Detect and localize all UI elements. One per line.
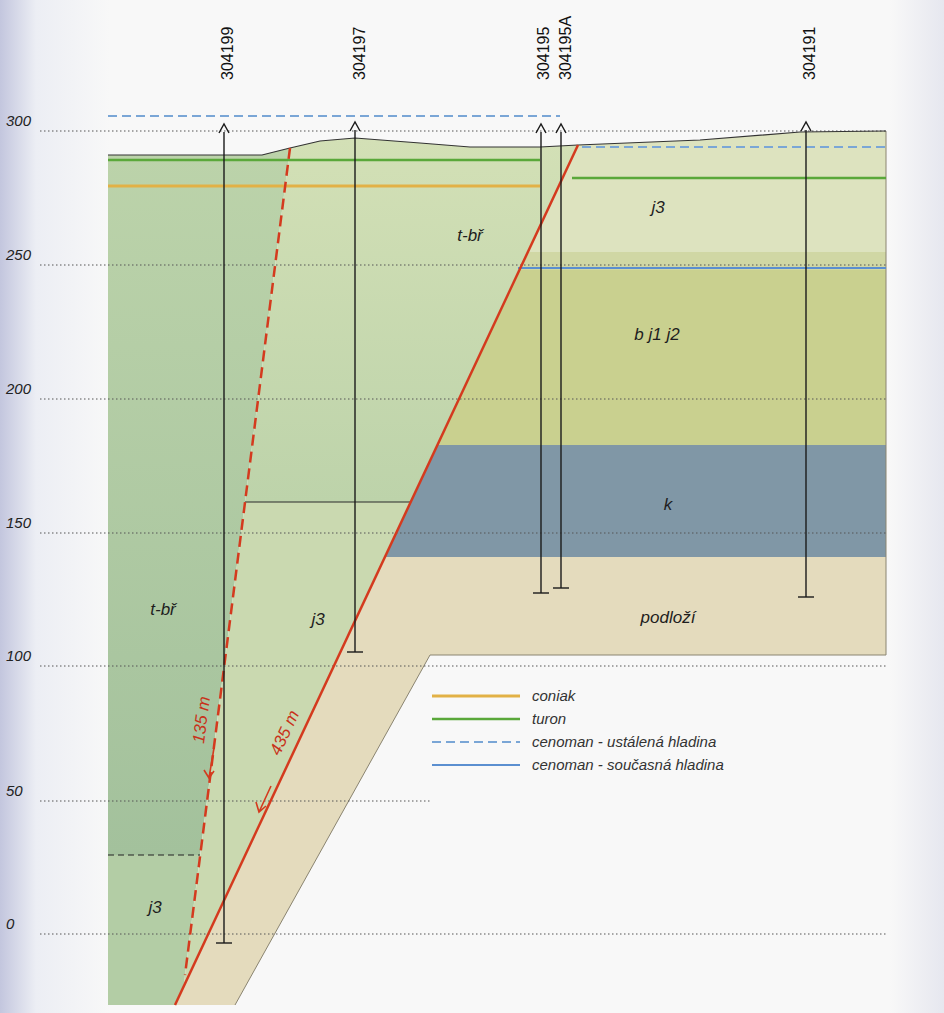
formation-name: j3 xyxy=(651,198,664,217)
fault-arrows xyxy=(204,748,271,812)
legend-line-sample xyxy=(430,713,522,725)
borehole-number: 304195A xyxy=(557,16,575,80)
formation-label: j3 xyxy=(647,196,668,220)
elevation-tick: 300 xyxy=(6,112,31,130)
formation-name: t-bř xyxy=(150,600,176,619)
elevation-tick: 0 xyxy=(6,915,14,933)
turon-line-left xyxy=(108,159,540,162)
bj1j2-region xyxy=(437,270,886,445)
fault-solid xyxy=(175,145,578,1005)
formation-name: k xyxy=(664,495,673,514)
legend-entry: coniak xyxy=(430,684,724,707)
formation-label: podloží xyxy=(637,606,700,630)
elevation-tick: 150 xyxy=(6,514,31,532)
legend-line-sample xyxy=(430,690,522,702)
j3-base-line xyxy=(245,501,411,502)
formation-label: j3 xyxy=(144,896,165,920)
legend-text: turon xyxy=(532,710,566,727)
formation-name: j3 xyxy=(148,898,161,917)
borehole-number: 304191 xyxy=(801,27,819,80)
formation-label: k xyxy=(660,493,677,517)
grid-lines xyxy=(40,131,886,934)
legend-line-sample xyxy=(430,736,522,748)
borehole-number: 304195 xyxy=(535,27,553,80)
legend-text: cenoman - současná hladina xyxy=(532,756,724,773)
right-j3-region xyxy=(528,131,886,252)
legend-entry: cenoman - současná hladina xyxy=(430,753,724,776)
legend-line-sample xyxy=(430,759,522,771)
borehole-number: 304199 xyxy=(219,27,237,80)
basement-region xyxy=(175,557,886,1005)
fault-dashed xyxy=(185,148,290,975)
formation-label: t-bř xyxy=(146,598,180,622)
elevation-tick: 250 xyxy=(6,246,31,264)
elevation-tick: 100 xyxy=(6,647,31,665)
legend-text: cenoman - ustálená hladina xyxy=(532,733,716,750)
boreholes xyxy=(216,122,814,943)
cenoman-steady-level-left xyxy=(108,115,560,117)
formation-label: t-bř xyxy=(453,224,487,248)
legend-entry: turon xyxy=(430,707,724,730)
k-region xyxy=(385,445,886,557)
elevation-tick: 200 xyxy=(6,380,31,398)
legend-entry: cenoman - ustálená hladina xyxy=(430,730,724,753)
formation-name: podloží xyxy=(641,608,696,627)
formation-label: j3 xyxy=(307,608,328,632)
strip-region xyxy=(519,252,886,270)
formation-name: b j1 j2 xyxy=(634,325,679,344)
basement-outline xyxy=(235,131,886,1005)
borehole-number: 304197 xyxy=(351,27,369,80)
cenoman-steady-level-right xyxy=(582,146,886,148)
elevation-tick: 50 xyxy=(6,782,23,800)
j3-left-boundary xyxy=(108,854,200,855)
coniak-line-left xyxy=(108,185,540,188)
cenoman-current-level xyxy=(518,267,886,269)
turon-line-right xyxy=(572,177,886,180)
legend-text: coniak xyxy=(532,687,575,704)
formation-label: b j1 j2 xyxy=(630,323,683,347)
formation-name: t-bř xyxy=(457,226,483,245)
formation-name: j3 xyxy=(311,610,324,629)
legend: coniak turon cenoman - ustálená hladina cen… xyxy=(430,684,724,776)
